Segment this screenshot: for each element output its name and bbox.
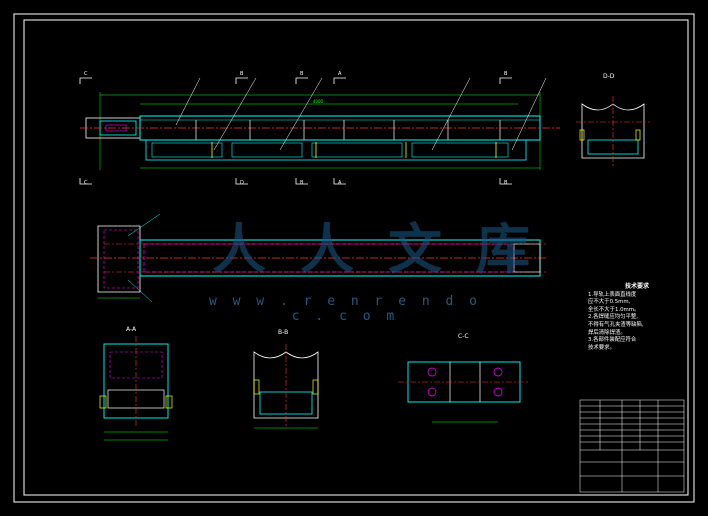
notes-line: 技术要求。	[588, 344, 615, 351]
section-cc-view	[398, 361, 530, 423]
section-dd-view	[576, 96, 650, 166]
section-label-bb: B-B	[278, 329, 289, 336]
notes-title: 技术要求	[624, 283, 649, 290]
cut-mark-letter: A	[338, 71, 342, 77]
section-label-cc: C-C	[458, 333, 469, 340]
sheet-outer-border	[13, 13, 695, 503]
cut-mark-letter: B	[300, 71, 304, 77]
notes-line: 焊后清除焊渣。	[588, 329, 626, 336]
plan-view	[90, 213, 548, 303]
notes-line: 应不大于0.5mm,	[588, 299, 631, 306]
cut-mark-letter: A	[338, 180, 342, 186]
watermark-logo: 人人文库	[212, 217, 564, 281]
notes-line: 1.导轨上表面直线度	[588, 291, 637, 298]
cut-mark-letter: C	[84, 180, 88, 186]
cut-mark-letter: B	[300, 180, 304, 186]
cut-mark-letter: B	[504, 180, 508, 186]
watermark-url: w w w . r e n r e n d o c . c o m	[208, 294, 481, 324]
section-bb-view	[253, 344, 319, 429]
technical-notes: 技术要求 1.导轨上表面直线度 应不大于0.5mm, 全长不大于1.0mm。 2…	[588, 283, 686, 352]
notes-line: 3.各部件装配应符合	[588, 337, 637, 344]
cut-mark-letter: B	[504, 71, 508, 77]
sheet-inner-border	[23, 19, 689, 496]
section-label-dd: D-D	[603, 73, 615, 80]
notes-line: 不得有气孔夹渣等缺陷,	[588, 321, 644, 328]
cut-mark-letter: D	[240, 180, 244, 186]
cut-mark-letter: B	[240, 71, 244, 77]
notes-line: 全长不大于1.0mm。	[588, 306, 640, 313]
svg-text:4000: 4000	[313, 99, 324, 104]
notes-line: 2.各焊缝应均匀平整,	[588, 314, 638, 321]
title-block	[579, 399, 685, 493]
main-elevation-view: 4000	[79, 77, 560, 185]
section-label-aa: A-A	[126, 326, 137, 333]
section-aa-view	[99, 336, 173, 441]
cut-mark-letter: C	[84, 71, 88, 77]
